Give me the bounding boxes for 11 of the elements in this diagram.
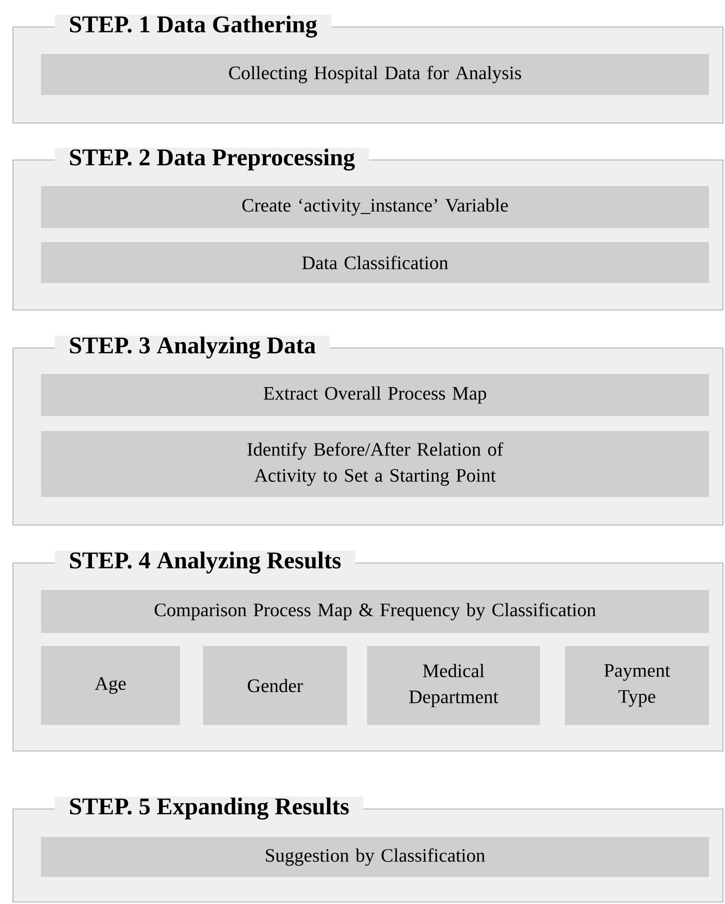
- process-box: Extract Overall Process Map: [41, 374, 709, 416]
- process-box: Gender: [203, 646, 347, 725]
- process-box: Medical Department: [367, 646, 540, 725]
- process-box: Age: [41, 646, 180, 725]
- process-box: Payment Type: [565, 646, 709, 725]
- process-box: Comparison Process Map & Frequency by Classification: [41, 590, 709, 633]
- process-box: Suggestion by Classification: [41, 837, 709, 877]
- process-box: Data Classification: [41, 242, 709, 283]
- process-box: Collecting Hospital Data for Analysis: [41, 54, 709, 95]
- process-box: Identify Before/After Relation of Activity to Set a Starting Point: [41, 431, 709, 497]
- process-box: Create ‘activity_instance’ Variable: [41, 186, 709, 228]
